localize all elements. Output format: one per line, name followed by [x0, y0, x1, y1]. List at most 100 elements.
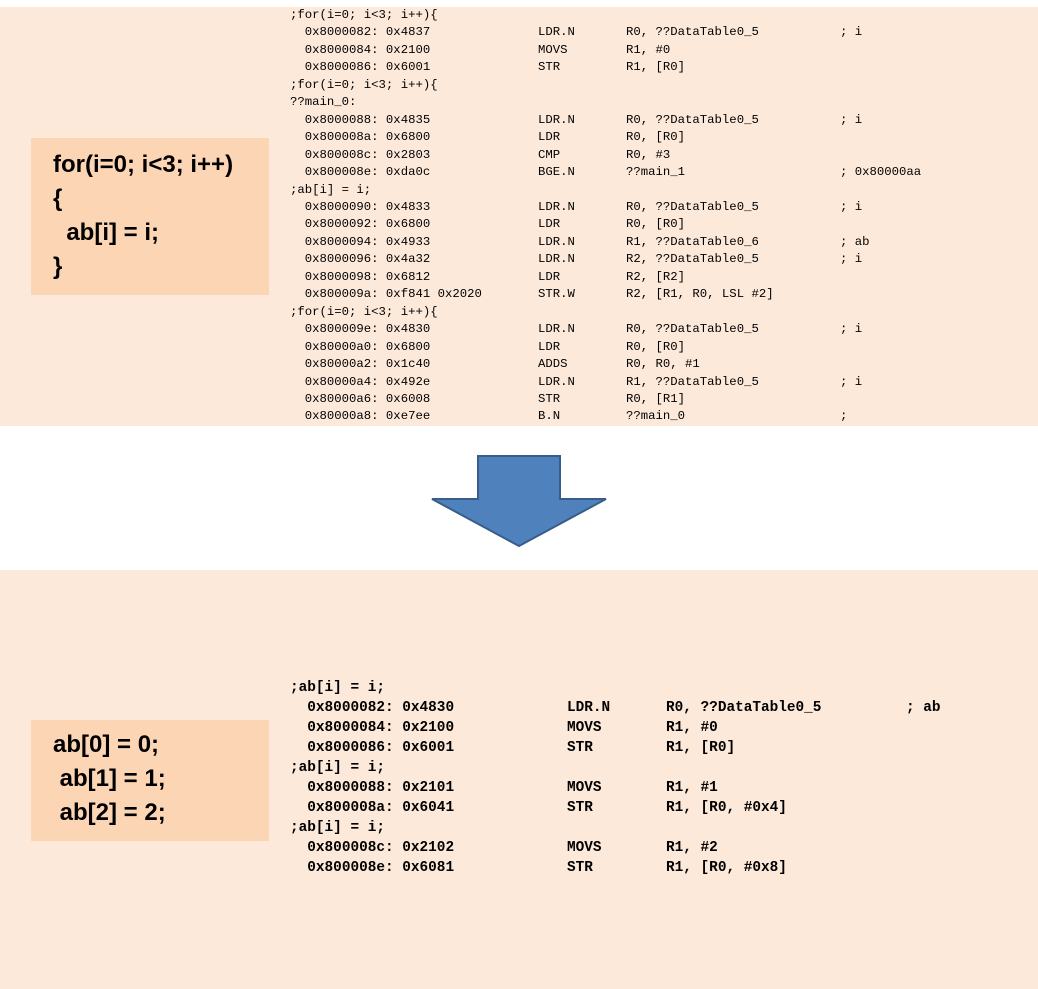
asm-operands: R1, [R0]: [666, 740, 736, 756]
asm-address: 0x8000092: 0x6800: [290, 217, 431, 232]
asm-operands: R0, ??DataTable0_5: [626, 25, 759, 40]
asm-operands: R0, [R1]: [626, 391, 686, 406]
asm-opcode: LDR.N: [538, 234, 575, 249]
asm-address: 0x80000a4: 0x492e: [290, 374, 431, 389]
asm-address: 0x80000a0: 0x6800: [290, 339, 431, 354]
asm-operands: R1, #0: [626, 42, 671, 57]
asm-instruction-line: 0x8000082: 0x4837 LDR.N R0, ??DataTable0_5…: [290, 24, 921, 41]
asm-opcode: LDR.N: [538, 112, 575, 127]
asm-instruction-line: 0x800008a: 0x6041 STR R1, [R0, #0x4]: [290, 798, 941, 818]
asm-comment: ; i: [840, 112, 863, 127]
asm-label: ;ab[i] = i;: [290, 182, 372, 197]
asm-opcode: STR: [567, 800, 593, 816]
asm-operands: R2, [R1, R0, LSL #2]: [626, 287, 774, 302]
asm-address: 0x800008a: 0x6800: [290, 130, 431, 145]
down-arrow-icon: [431, 455, 607, 548]
asm-opcode: LDR: [538, 130, 561, 145]
asm-instruction-line: 0x800008c: 0x2102 MOVS R1, #2: [290, 838, 941, 858]
asm-address: 0x800008c: 0x2102: [290, 840, 455, 856]
asm-opcode: LDR: [538, 339, 561, 354]
asm-address: 0x800008e: 0xda0c: [290, 165, 431, 180]
asm-opcode: MOVS: [538, 42, 568, 57]
asm-address: 0x8000084: 0x2100: [290, 720, 455, 736]
c-code-line: }: [53, 253, 63, 280]
asm-opcode: LDR.N: [567, 700, 611, 716]
asm-instruction-line: 0x800008a: 0x6800 LDR R0, [R0]: [290, 129, 921, 146]
asm-address: 0x8000096: 0x4a32: [290, 252, 431, 267]
asm-opcode: LDR.N: [538, 374, 575, 389]
asm-opcode: STR: [538, 60, 561, 75]
asm-instruction-line: 0x8000088: 0x2101 MOVS R1, #1: [290, 778, 941, 798]
asm-label: ;ab[i] = i;: [290, 820, 385, 836]
asm-operands: R0, [R0]: [626, 339, 686, 354]
asm-instruction-line: 0x8000096: 0x4a32 LDR.N R2, ??DataTable0_5…: [290, 251, 921, 268]
asm-comment: ; i: [840, 25, 863, 40]
asm-operands: R1, [R0, #0x4]: [666, 800, 787, 816]
c-code-line: for(i=0; i<3; i++): [53, 151, 234, 178]
asm-address: 0x8000088: 0x4835: [290, 112, 431, 127]
asm-address: 0x800008a: 0x6041: [290, 800, 455, 816]
asm-comment: ; i: [840, 252, 863, 267]
asm-label: ;for(i=0; i<3; i++){: [290, 77, 438, 92]
asm-opcode: LDR.N: [538, 252, 575, 267]
asm-opcode: LDR.N: [538, 25, 575, 40]
asm-opcode: LDR.N: [538, 322, 575, 337]
asm-opcode: MOVS: [567, 780, 602, 796]
asm-label-line: ;ab[i] = i;: [290, 818, 941, 838]
asm-opcode: STR: [538, 391, 561, 406]
asm-opcode: BGE.N: [538, 165, 575, 180]
asm-label: ;ab[i] = i;: [290, 680, 385, 696]
asm-operands: R1, #1: [666, 780, 718, 796]
asm-comment: ; ab: [906, 700, 941, 716]
asm-address: 0x8000094: 0x4933: [290, 234, 431, 249]
asm-operands: ??main_1: [626, 165, 686, 180]
asm-opcode: ADDS: [538, 357, 568, 372]
asm-address: 0x8000088: 0x2101: [290, 780, 455, 796]
asm-opcode: CMP: [538, 147, 561, 162]
asm-address: 0x800009e: 0x4830: [290, 322, 431, 337]
asm-opcode: B.N: [538, 409, 561, 424]
asm-operands: R0, ??DataTable0_5: [626, 322, 759, 337]
asm-operands: R1, #2: [666, 840, 718, 856]
asm-address: 0x800009a: 0xf841 0x2020: [290, 287, 482, 302]
asm-instruction-line: 0x80000a6: 0x6008 STR R0, [R1]: [290, 391, 921, 408]
asm-instruction-line: 0x800008e: 0xda0c BGE.N ??main_1 ; 0x80000a…: [290, 164, 921, 181]
asm-comment: ; 0x80000aa: [840, 165, 922, 180]
asm-operands: R0, R0, #1: [626, 357, 700, 372]
asm-comment: ; ab: [840, 234, 870, 249]
asm-opcode: STR: [567, 860, 593, 876]
asm-operands: R1, #0: [666, 720, 718, 736]
asm-label-line: ??main_0:: [290, 94, 921, 111]
asm-opcode: STR: [567, 740, 593, 756]
asm-label-line: ;for(i=0; i<3; i++){: [290, 304, 921, 321]
asm-address: 0x80000a6: 0x6008: [290, 391, 431, 406]
asm-operands: R0, [R0]: [626, 217, 686, 232]
c-code-line: ab[2] = 2;: [53, 799, 166, 826]
asm-instruction-line: 0x800009e: 0x4830 LDR.N R0, ??DataTable0_5…: [290, 321, 921, 338]
c-code-line: {: [53, 185, 63, 212]
asm-label-line: ;ab[i] = i;: [290, 182, 921, 199]
asm-operands: R2, ??DataTable0_5: [626, 252, 759, 267]
asm-comment: ; i: [840, 374, 863, 389]
asm-opcode: LDR.N: [538, 199, 575, 214]
asm-operands: R1, ??DataTable0_6: [626, 234, 759, 249]
asm-opcode: MOVS: [567, 840, 602, 856]
asm-address: 0x800008e: 0x6081: [290, 860, 455, 876]
asm-comment: ;: [840, 409, 848, 424]
asm-operands: ??main_0: [626, 409, 686, 424]
asm-address: 0x8000082: 0x4837: [290, 25, 431, 40]
asm-operands: R0, [R0]: [626, 130, 686, 145]
down-arrow-shape: [431, 455, 607, 548]
asm-instruction-line: 0x80000a0: 0x6800 LDR R0, [R0]: [290, 339, 921, 356]
